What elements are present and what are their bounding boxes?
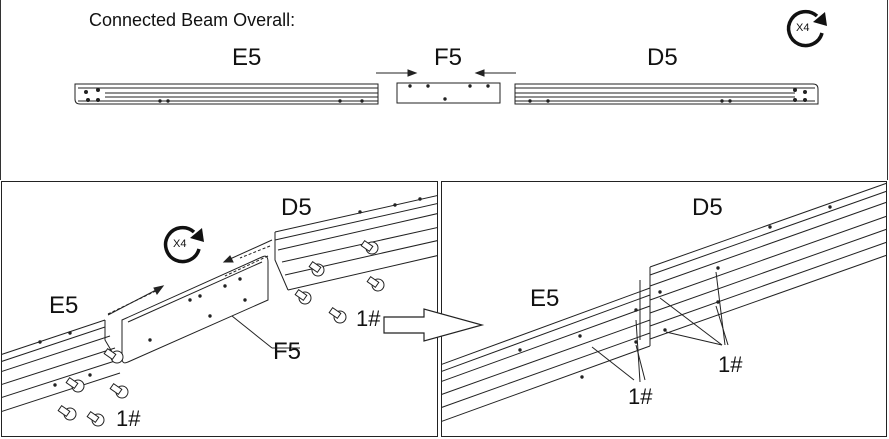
detail-panel-before (1, 181, 438, 437)
screws-left (57, 347, 129, 427)
rotate-icon (163, 225, 204, 264)
detail-label-d5: D5 (281, 194, 312, 221)
overview-beam-d5 (514, 83, 819, 105)
detail-screw-label-left: 1# (116, 406, 141, 431)
plate-arrow-right (222, 239, 273, 263)
detail-rotate-count: X4 (173, 238, 187, 250)
overview-arrow-right (474, 69, 516, 77)
overview-arrow-left (376, 69, 418, 77)
assembled-beam (442, 182, 886, 422)
detail-plate-f5 (121, 255, 269, 364)
screws-right (294, 239, 385, 324)
assembled-label-e5: E5 (530, 285, 560, 312)
detail-label-e5: E5 (49, 292, 79, 319)
overview-frame (0, 0, 888, 180)
assembled-screw-label-right: 1# (718, 352, 743, 377)
detail-label-f5: F5 (273, 338, 302, 365)
screw-leaders (591, 271, 729, 383)
overview-plate-f5 (396, 82, 501, 104)
overview-label-e5: E5 (232, 44, 262, 71)
plate-arrow-left (107, 285, 165, 316)
detail-screw-label-right: 1# (356, 306, 381, 331)
guide-lines (107, 245, 271, 315)
rotate-icon (786, 9, 827, 48)
plate-leader (231, 315, 273, 349)
page-title: Connected Beam Overall: (89, 10, 296, 30)
transition-arrow-icon (383, 308, 485, 342)
detail-beam-d5 (274, 195, 437, 291)
assembled-screw-label-left: 1# (628, 384, 653, 409)
overview-beam-e5 (74, 83, 379, 105)
detail-beam-e5 (2, 319, 121, 412)
assembled-label-d5: D5 (692, 194, 723, 221)
overview-label-f5: F5 (434, 44, 463, 71)
overview-label-d5: D5 (647, 44, 678, 71)
overview-rotate-count: X4 (796, 22, 810, 34)
